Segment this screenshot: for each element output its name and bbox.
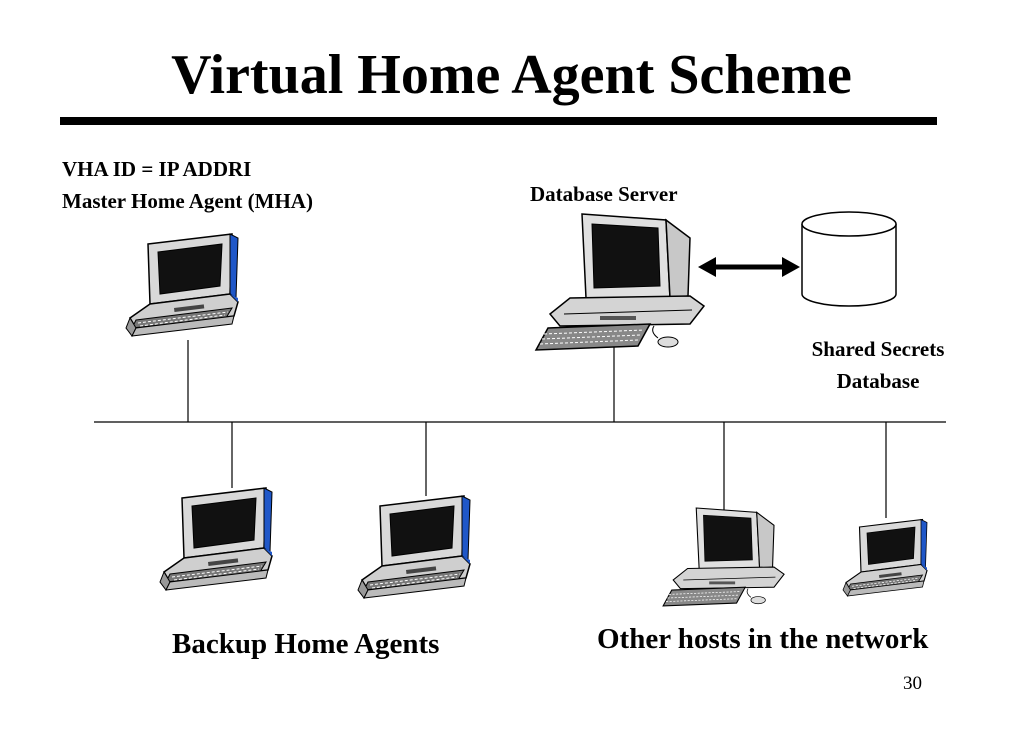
- backup-home-agent-laptop-icon: [159, 487, 273, 591]
- master-home-agent-laptop-icon: [125, 233, 239, 337]
- backup-home-agent-laptop-icon: [357, 495, 471, 599]
- double-arrow-icon: [698, 257, 800, 277]
- other-host-desktop-icon: [662, 507, 785, 607]
- database-server-desktop-icon: [535, 213, 705, 351]
- mha-label: Master Home Agent (MHA): [62, 189, 313, 213]
- shared-secrets-database-icon: [801, 211, 897, 307]
- slide-title: Virtual Home Agent Scheme: [171, 44, 852, 106]
- network-lines: [94, 340, 946, 518]
- other-host-laptop-icon: [842, 518, 928, 597]
- shared-secrets-label-line1: Shared Secrets: [811, 337, 945, 361]
- backup-home-agents-label: Backup Home Agents: [172, 628, 440, 660]
- title-underline: [60, 117, 937, 125]
- vha-id-label: VHA ID = IP ADDRI: [62, 157, 252, 181]
- page-number: 30: [903, 673, 922, 694]
- other-hosts-label: Other hosts in the network: [597, 623, 929, 655]
- database-server-label: Database Server: [530, 182, 678, 206]
- shared-secrets-label-line2: Database: [836, 369, 920, 393]
